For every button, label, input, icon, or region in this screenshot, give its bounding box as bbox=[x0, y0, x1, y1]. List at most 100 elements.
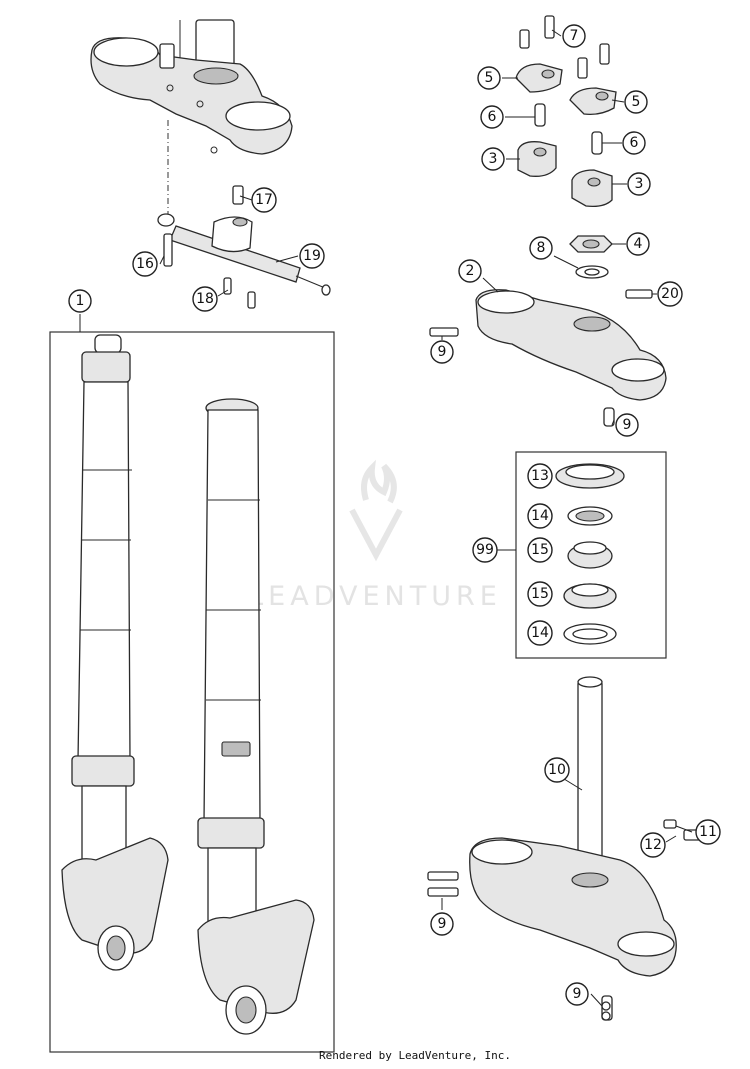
callout-circle bbox=[477, 66, 501, 90]
callout-6: 6 bbox=[480, 105, 504, 129]
callout-number: 9 bbox=[573, 986, 582, 1002]
callout-circle bbox=[527, 620, 553, 646]
watermark-text: LEADVENTURE bbox=[248, 581, 502, 612]
callout-number: 20 bbox=[661, 286, 679, 302]
callout-2: 2 bbox=[458, 259, 482, 283]
watermark-logo bbox=[349, 459, 403, 562]
callout-18: 18 bbox=[192, 286, 218, 312]
callout-circle bbox=[615, 413, 639, 437]
callout-17: 17 bbox=[251, 187, 277, 213]
callout-9: 9 bbox=[565, 982, 589, 1006]
callout-13: 13 bbox=[527, 463, 553, 489]
callout-circle bbox=[481, 147, 505, 171]
callout-9: 9 bbox=[430, 340, 454, 364]
callout-circle bbox=[527, 537, 553, 563]
callout-circle bbox=[430, 912, 454, 936]
callout-number: 9 bbox=[438, 344, 447, 360]
callout-3: 3 bbox=[627, 172, 651, 196]
callout-number: 7 bbox=[570, 28, 579, 44]
callout-19: 19 bbox=[299, 243, 325, 269]
callout-number: 99 bbox=[476, 542, 494, 558]
callout-8: 8 bbox=[529, 236, 553, 260]
lower-triple-clamp-stem bbox=[427, 676, 719, 1021]
footer-text: Rendered by LeadVenture, Inc. bbox=[318, 1049, 512, 1062]
callout-circle bbox=[251, 187, 277, 213]
callout-number: 10 bbox=[548, 762, 566, 778]
callout-circle bbox=[192, 286, 218, 312]
callout-7: 7 bbox=[562, 24, 586, 48]
callout-14: 14 bbox=[527, 620, 553, 646]
callout-number: 17 bbox=[255, 192, 273, 208]
callout-number: 2 bbox=[466, 263, 475, 279]
callout-circle bbox=[622, 131, 646, 155]
upper-triple-clamp-top-left bbox=[90, 19, 293, 215]
callout-5: 5 bbox=[624, 90, 648, 114]
bolts-9 bbox=[601, 1001, 611, 1021]
callout-20: 20 bbox=[657, 281, 683, 307]
callout-number: 1 bbox=[76, 293, 85, 309]
callout-number: 3 bbox=[635, 176, 644, 192]
callout-circle bbox=[640, 832, 666, 858]
callout-number: 9 bbox=[438, 916, 447, 932]
callout-number: 12 bbox=[644, 837, 662, 853]
callout-circle bbox=[626, 232, 650, 256]
callout-number: 19 bbox=[303, 248, 321, 264]
callout-circle bbox=[68, 289, 92, 313]
callout-number: 6 bbox=[630, 135, 639, 151]
steering-damper bbox=[157, 185, 331, 309]
fork-leg-right bbox=[197, 398, 315, 1035]
callout-15: 15 bbox=[527, 537, 553, 563]
callout-9: 9 bbox=[430, 912, 454, 936]
callout-circle bbox=[657, 281, 683, 307]
callout-circle bbox=[527, 581, 553, 607]
callout-circle bbox=[458, 259, 482, 283]
handlebar-clamp-parts bbox=[515, 15, 617, 208]
callout-circle bbox=[480, 105, 504, 129]
callout-number: 11 bbox=[699, 824, 717, 840]
callout-circle bbox=[529, 236, 553, 260]
callout-3: 3 bbox=[481, 147, 505, 171]
callout-6: 6 bbox=[622, 131, 646, 155]
callout-4: 4 bbox=[626, 232, 650, 256]
callout-9: 9 bbox=[615, 413, 639, 437]
callout-number: 15 bbox=[531, 586, 549, 602]
callout-circle bbox=[430, 340, 454, 364]
callout-circle bbox=[527, 503, 553, 529]
callout-number: 14 bbox=[531, 508, 549, 524]
callout-number: 13 bbox=[531, 468, 549, 484]
callout-number: 15 bbox=[531, 542, 549, 558]
callout-number: 14 bbox=[531, 625, 549, 641]
callout-number: 8 bbox=[537, 240, 546, 256]
callout-number: 4 bbox=[634, 236, 643, 252]
callout-circle bbox=[565, 982, 589, 1006]
callout-circle bbox=[562, 24, 586, 48]
steering-nut-and-washer bbox=[569, 235, 613, 279]
callout-number: 18 bbox=[196, 291, 214, 307]
callout-16: 16 bbox=[132, 251, 158, 277]
callout-number: 5 bbox=[485, 70, 494, 86]
callout-circle bbox=[527, 463, 553, 489]
fork-leg-left bbox=[61, 334, 169, 971]
callout-5: 5 bbox=[477, 66, 501, 90]
callout-14: 14 bbox=[527, 503, 553, 529]
callout-number: 5 bbox=[632, 94, 641, 110]
callout-number: 6 bbox=[488, 109, 497, 125]
bearing-kit-box bbox=[515, 451, 667, 659]
bearing-kit-parts bbox=[555, 463, 625, 645]
callout-99: 99 bbox=[472, 537, 498, 563]
callout-number: 9 bbox=[623, 417, 632, 433]
callout-number: 3 bbox=[489, 151, 498, 167]
callout-number: 16 bbox=[136, 256, 154, 272]
callout-circle bbox=[299, 243, 325, 269]
callout-circle bbox=[132, 251, 158, 277]
callout-15: 15 bbox=[527, 581, 553, 607]
callout-circle bbox=[472, 537, 498, 563]
callout-circle bbox=[695, 819, 721, 845]
fork-assembly-box bbox=[49, 331, 335, 1053]
callout-1: 1 bbox=[68, 289, 92, 313]
callout-12: 12 bbox=[640, 832, 666, 858]
callout-circle bbox=[627, 172, 651, 196]
callout-circle bbox=[624, 90, 648, 114]
